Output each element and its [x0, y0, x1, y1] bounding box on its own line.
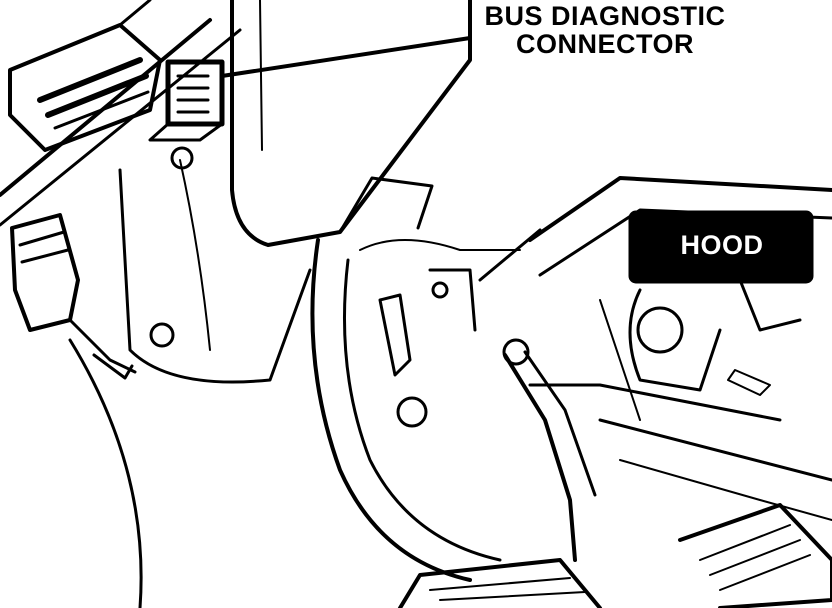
- bus-label-line1: BUS DIAGNOSTIC: [484, 1, 726, 31]
- mounting-bolts: [149, 146, 530, 428]
- diagonal-brace: [0, 18, 212, 197]
- brake-pedal-arm: [310, 238, 502, 582]
- accelerator-pedal: [678, 503, 832, 608]
- left-connector-block: [8, 0, 162, 152]
- hood-label: HOOD: [680, 230, 764, 260]
- floor-edge: [598, 418, 832, 482]
- bus-diagnostic-connector-label: BUS DIAGNOSTIC CONNECTOR: [455, 2, 755, 59]
- bus-label-line2: CONNECTOR: [515, 29, 694, 60]
- hood-release-label-box: [628, 210, 814, 284]
- hood-release-housing: [528, 176, 832, 396]
- pedal-pushrod: [503, 350, 782, 562]
- side-harness-connector: [10, 213, 137, 380]
- steering-column-shroud: [230, 0, 472, 247]
- brake-pedal-pad: [398, 558, 602, 608]
- lower-dash-panel: [68, 338, 143, 608]
- callout-leader-line: [220, 36, 472, 78]
- bus-diagnostic-connector: [148, 59, 225, 142]
